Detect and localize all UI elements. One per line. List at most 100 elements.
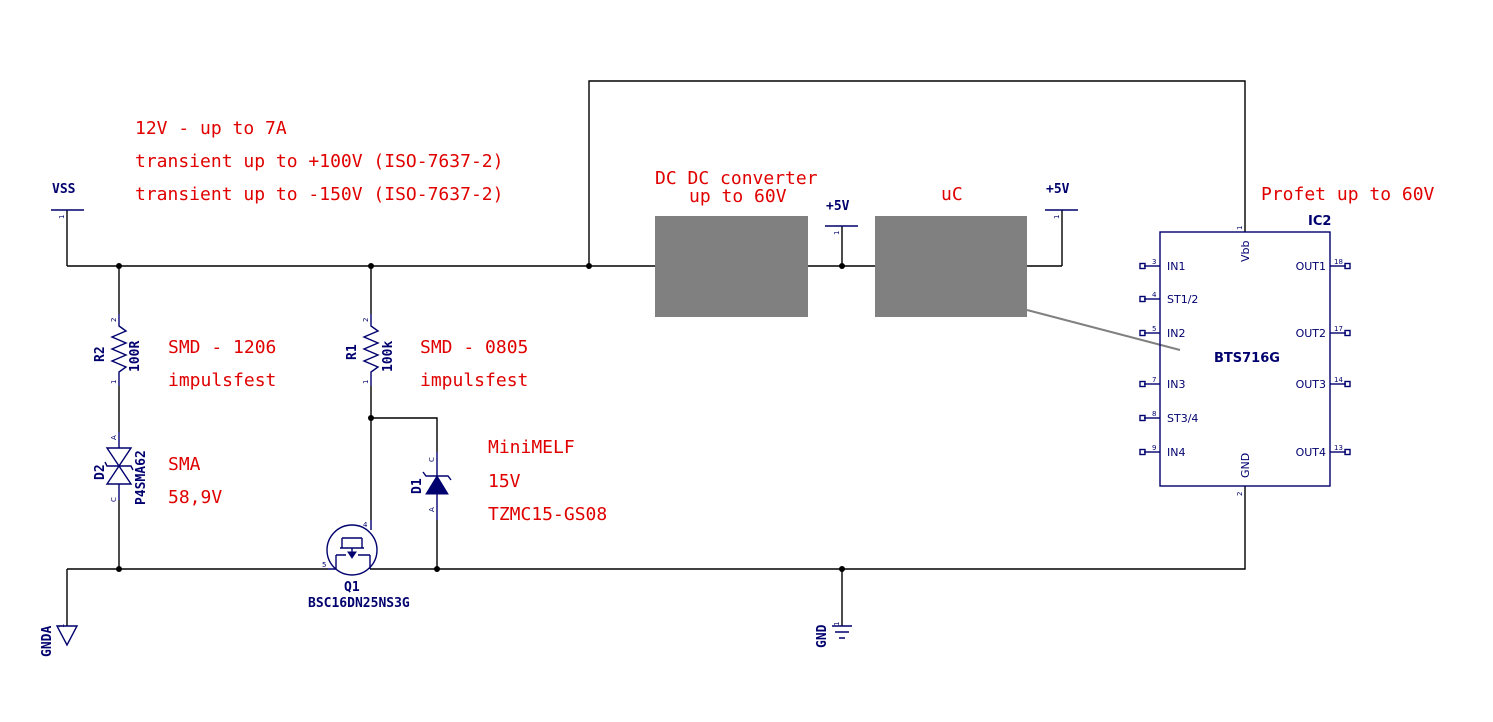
pin-pad [1139, 329, 1146, 337]
gnd-pin: 1 [833, 622, 841, 626]
r1-value: 100k [381, 341, 396, 372]
vss-label: VSS [52, 182, 76, 197]
gnda-symbol[interactable]: GNDA 1 [40, 624, 79, 657]
pin-pad [1139, 295, 1146, 303]
pin-pad [1139, 380, 1146, 388]
pin-pad [1139, 414, 1146, 422]
pin-number: 5 [1152, 325, 1156, 333]
note-dcdc-line2: up to 60V [689, 186, 787, 207]
r2-name: R2 [93, 346, 108, 362]
pin-pad [1139, 448, 1146, 456]
pin-pad [1344, 329, 1351, 337]
r2-zigzag [110, 314, 128, 386]
note-d2-voltage: 58,9V [168, 487, 222, 508]
r1-name: R1 [345, 344, 360, 360]
ic2-pin-st3-4[interactable]: 8 ST3/4 [1139, 410, 1198, 425]
d2-tvs-diode[interactable]: D2 P4SMA62 A C [93, 432, 149, 505]
junction-dot [116, 566, 122, 572]
note-supply: 12V - up to 7A [135, 118, 287, 139]
dcdc-converter-block[interactable] [655, 216, 808, 317]
note-r1-package: SMD - 0805 [420, 337, 528, 358]
uc-to-ic-line [1026, 309, 1181, 351]
d2-triangle-top [105, 447, 133, 468]
ic2-gnd-pin: 2 [1236, 492, 1244, 496]
p5v-a-pin: 1 [833, 231, 841, 235]
d2-value: P4SMA62 [134, 450, 149, 505]
ic2-gnd-label: GND [1239, 453, 1252, 478]
d2-triangle-bottom [105, 464, 133, 485]
p5v-b-symbol[interactable]: +5V 1 [1045, 182, 1078, 219]
pin-name: OUT1 [1296, 260, 1326, 273]
gnda-triangle [55, 625, 79, 647]
pin-name: ST1/2 [1167, 293, 1198, 306]
note-d2-package: SMA [168, 454, 201, 475]
d1-pin-c: C [428, 457, 436, 462]
q1-value: BSC16DN25NS3G [308, 596, 410, 611]
gnd-bars [832, 625, 852, 639]
pin-name: IN2 [1167, 327, 1185, 340]
r1-zigzag [362, 314, 380, 386]
note-transient-pos: transient up to +100V (ISO-7637-2) [135, 151, 503, 172]
pin-number: 18 [1334, 258, 1343, 266]
r2-pin-top: 2 [110, 318, 118, 322]
note-r1-impulse: impulsfest [420, 370, 528, 391]
note-uc: uC [941, 184, 963, 205]
note-r2-impulse: impulsfest [168, 370, 276, 391]
note-dcdc-line1: DC DC converter [655, 168, 818, 189]
d1-triangle [425, 475, 449, 495]
p5v-b-pin: 1 [1053, 215, 1061, 219]
junction-dot [839, 566, 845, 572]
r1-pin-top: 2 [362, 318, 370, 322]
d1-top-wire [371, 417, 438, 452]
pin-name: IN1 [1167, 260, 1185, 273]
d1-zener-diode[interactable]: D1 C A [410, 452, 452, 520]
pin-number: 4 [1152, 291, 1157, 299]
junction-dot [839, 263, 845, 269]
r1-resistor[interactable]: R1 100k 2 1 [345, 314, 396, 386]
pin-number: 3 [1152, 258, 1156, 266]
pin-number: 8 [1152, 410, 1156, 418]
pin-name: OUT3 [1296, 378, 1326, 391]
pin-pad [1344, 262, 1351, 270]
d2-name: D2 [93, 464, 108, 480]
gnd-symbol[interactable]: GND 1 [815, 622, 852, 648]
ic2-body [1159, 231, 1331, 487]
uc-block[interactable] [875, 216, 1027, 317]
d1-name: D1 [410, 478, 425, 494]
ic2-pin-st1-2[interactable]: 4 ST1/2 [1139, 291, 1198, 306]
note-d1-voltage: 15V [488, 471, 521, 492]
gnda-label: GNDA [40, 626, 55, 657]
vss-symbol[interactable]: VSS 1 [51, 182, 84, 219]
gnd-label: GND [815, 624, 830, 648]
q1-pin-gate: 4 [363, 521, 368, 529]
q1-mosfet[interactable]: Q1 BSC16DN25NS3G 4 5 [308, 520, 410, 611]
note-d1-package: MiniMELF [488, 437, 575, 458]
d2-pin-a: A [110, 435, 118, 440]
r1-pin-bottom: 1 [362, 380, 370, 384]
pin-pad [1344, 448, 1351, 456]
p5v-a-symbol[interactable]: +5V 1 [825, 199, 858, 235]
pin-number: 13 [1334, 444, 1343, 452]
wires [66, 80, 1246, 626]
q1-leads [328, 520, 372, 570]
pin-name: OUT2 [1296, 327, 1326, 340]
pin-name: ST3/4 [1167, 412, 1198, 425]
ic2-pin-out1[interactable]: 18 OUT1 [1296, 258, 1351, 273]
pin-number: 9 [1152, 444, 1156, 452]
gnd-rail [370, 486, 1246, 570]
q1-arrow [347, 551, 357, 559]
junction-dot [368, 415, 374, 421]
ic2-pin-in2[interactable]: 5 IN2 [1139, 325, 1185, 340]
ic2-pin-in1[interactable]: 3 IN1 [1139, 258, 1185, 273]
pin-pad [1139, 262, 1146, 270]
q1-pin-source: 5 [322, 561, 326, 569]
r2-resistor[interactable]: R2 100R 2 1 [93, 314, 143, 386]
q1-name: Q1 [344, 580, 360, 595]
